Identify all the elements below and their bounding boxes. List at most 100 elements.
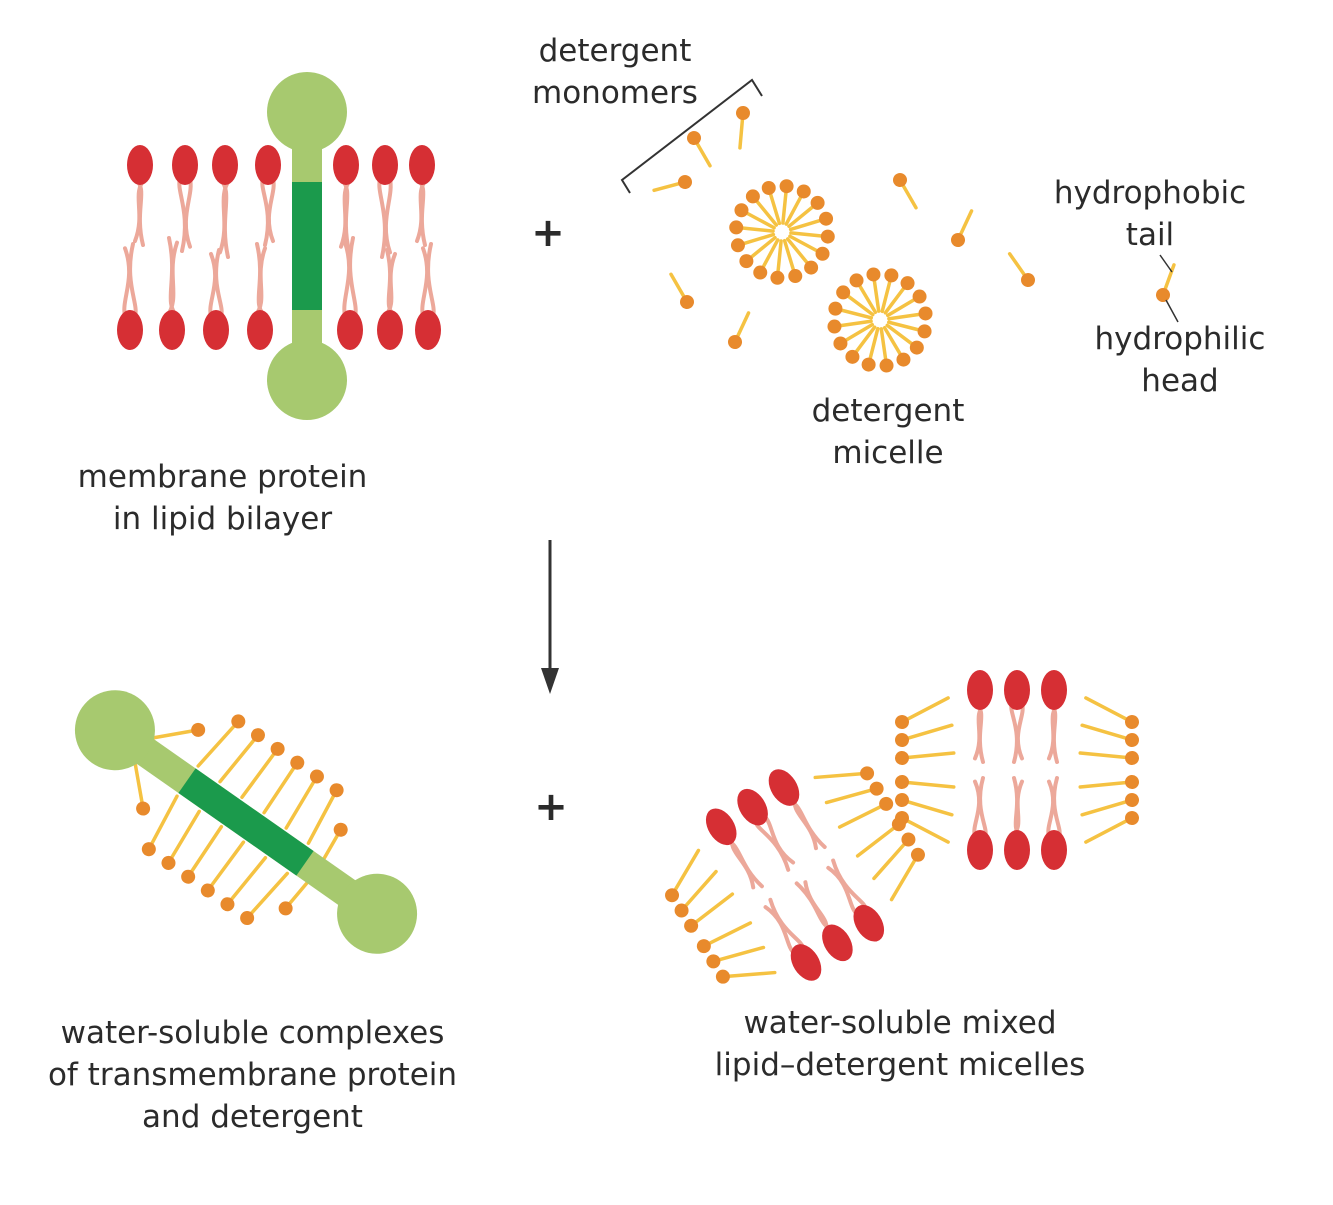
detergent-head: [270, 741, 285, 756]
detergent-tail: [240, 750, 278, 799]
detergent-tail: [903, 696, 950, 722]
lipid: [763, 897, 822, 981]
detergent-head: [896, 352, 911, 367]
detergent-head: [820, 229, 835, 244]
lipid-head: [159, 310, 185, 350]
lipid: [705, 808, 764, 890]
detergent-tail: [1080, 723, 1130, 741]
mixed-micelle: [665, 766, 925, 984]
hydrophilic-head-pointer: [1165, 299, 1179, 323]
detergent-tail: [306, 792, 337, 845]
detergent-head: [860, 766, 875, 781]
lipid: [159, 236, 185, 350]
detergent-molecule: [161, 809, 201, 870]
mixed-lipid-detergent-micelles: [665, 670, 1139, 984]
detergent-molecule: [240, 871, 290, 926]
detergent-tail: [168, 809, 201, 862]
lipid: [1041, 670, 1067, 764]
lipid: [255, 145, 281, 247]
lipid: [172, 145, 198, 253]
lipid-head: [172, 145, 198, 185]
detergent-head: [815, 246, 830, 261]
detergent-head: [329, 783, 344, 798]
detergent-tail: [1162, 263, 1176, 293]
detergent-head: [250, 728, 265, 743]
detergent-molecule: [824, 781, 884, 805]
detergent-head: [833, 336, 848, 351]
detergent-tail: [669, 272, 687, 301]
lipid: [377, 248, 403, 350]
lipid: [768, 769, 827, 851]
detergent-head: [895, 775, 909, 789]
lipid: [1041, 776, 1067, 870]
detergent-molecule: [951, 209, 974, 247]
detergent-tail: [824, 787, 875, 805]
detergent-head: [1125, 811, 1139, 825]
detergent-tail: [147, 728, 196, 741]
detergent-head: [309, 769, 324, 784]
detergent-molecule: [684, 892, 735, 933]
lipid-tail: [420, 246, 429, 318]
detergent-molecule: [284, 769, 324, 830]
detergent-tail: [188, 824, 224, 876]
detergent-molecule: [893, 173, 918, 210]
detergent-tail: [900, 181, 918, 210]
detergent-head: [866, 267, 881, 282]
detergent-head: [745, 189, 760, 204]
detergent-head: [1125, 793, 1139, 807]
lipid-head: [377, 310, 403, 350]
detergent-molecule: [872, 832, 916, 881]
detergent-tail: [1084, 696, 1131, 722]
lipid-head: [967, 670, 993, 710]
detergent-molecule: [889, 847, 925, 902]
lipid-tail: [1009, 702, 1019, 764]
protein-top-domain: [74, 690, 155, 771]
detergent-micelle: [729, 179, 835, 285]
detergent-head: [879, 796, 894, 811]
detergent-head: [828, 301, 843, 316]
detergent-tail: [692, 892, 735, 926]
detergent-tail: [196, 722, 238, 768]
detergent-head: [879, 358, 894, 373]
detergent-tail: [652, 181, 683, 193]
lipid-tail: [260, 177, 270, 247]
detergent-head: [191, 722, 206, 737]
detergent-head: [849, 273, 864, 288]
lipid-tail: [384, 177, 393, 255]
detergent-head: [278, 901, 293, 916]
lipid-head: [247, 310, 273, 350]
detergent-molecule: [132, 757, 151, 816]
lipid-head: [1004, 830, 1030, 870]
detergent-head: [141, 842, 156, 857]
detergent-head: [951, 233, 965, 247]
detergent-molecule: [715, 969, 777, 984]
detergent-head: [684, 918, 699, 933]
detergent-tail: [725, 970, 777, 979]
lipid-head: [768, 769, 800, 806]
lipid: [212, 145, 238, 259]
lipid-tail: [768, 897, 805, 950]
detergent-molecule: [837, 796, 894, 829]
detergent-tail: [208, 840, 246, 890]
lipid-head: [737, 788, 768, 826]
detergent-head: [884, 268, 899, 283]
lipid: [333, 145, 359, 253]
detergent-head: [788, 269, 803, 284]
detergent-molecule: [728, 311, 751, 349]
mixed-micelle: [895, 670, 1139, 870]
detergent-head: [680, 295, 694, 309]
detergent-head: [665, 888, 680, 903]
detergent-head: [161, 855, 176, 870]
detergent-tail: [248, 871, 290, 917]
detergent-head: [687, 131, 701, 145]
detergent-head: [845, 349, 860, 364]
lipid-head: [705, 808, 737, 846]
detergent-tail: [1007, 252, 1028, 279]
detergent-molecule: [1080, 793, 1139, 817]
detergent-tail: [705, 921, 753, 947]
detergent-head: [730, 238, 745, 253]
